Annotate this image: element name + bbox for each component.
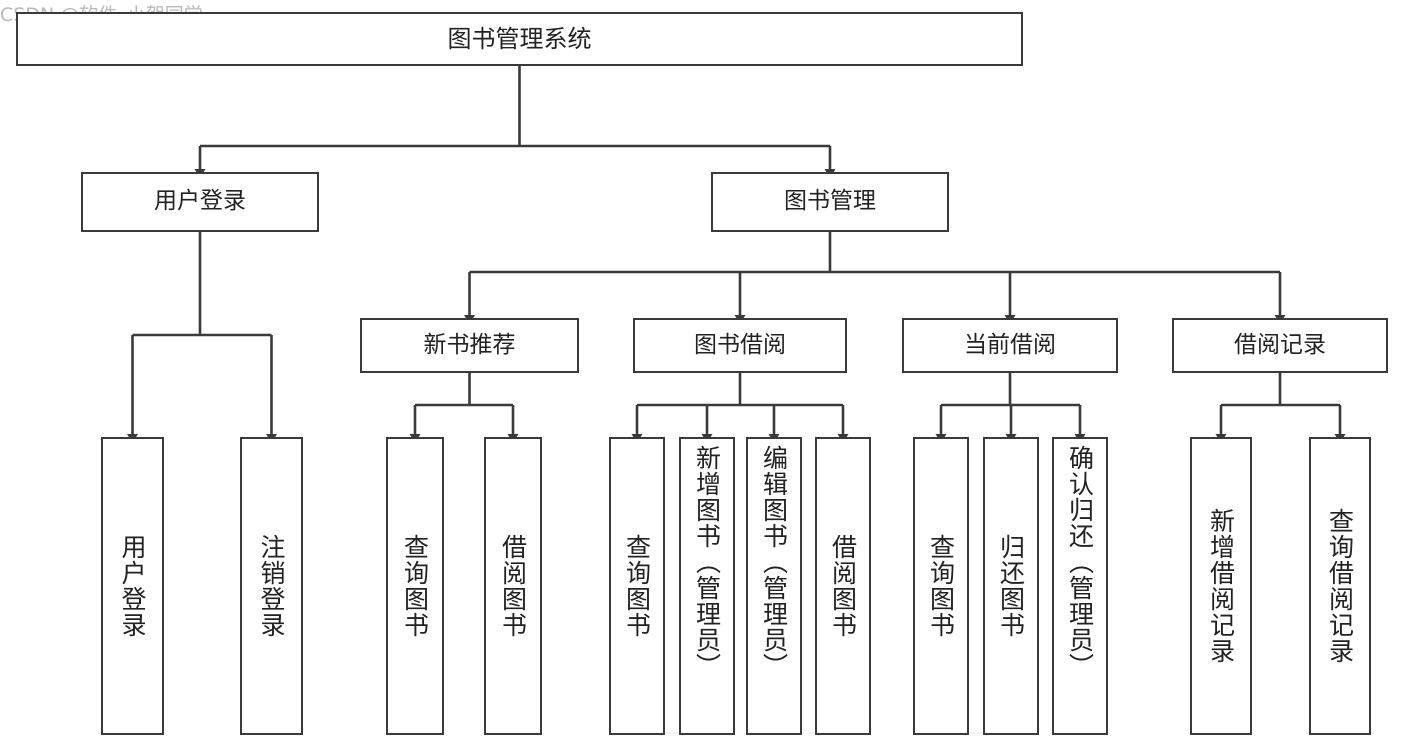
node-book-borrow: 图书借阅: [633, 318, 847, 373]
node-user-login: 用户登录: [81, 172, 319, 232]
node-label: 图书借阅: [694, 331, 786, 358]
node-label: 确认归还（管理员）: [1065, 445, 1095, 679]
node-leaf-rec-query: 查询图书: [386, 437, 444, 735]
node-label: 查询图书: [400, 534, 430, 638]
node-label: 借阅记录: [1234, 331, 1326, 358]
node-root: 图书管理系统: [16, 12, 1023, 66]
node-label: 借阅图书: [498, 534, 528, 638]
node-borrow-record: 借阅记录: [1172, 318, 1388, 373]
node-label: 图书管理系统: [447, 24, 592, 53]
node-label: 编辑图书（管理员）: [759, 445, 789, 679]
node-label: 新增图书（管理员）: [692, 445, 722, 679]
node-label: 当前借阅: [964, 331, 1056, 358]
node-leaf-user-login: 用户登录: [101, 437, 164, 735]
node-new-book-rec: 新书推荐: [360, 318, 579, 373]
node-leaf-br-query: 查询借阅记录: [1309, 437, 1371, 735]
node-leaf-rec-borrow: 借阅图书: [484, 437, 542, 735]
node-label: 查询借阅记录: [1325, 508, 1355, 664]
node-leaf-bb-borrow: 借阅图书: [815, 437, 871, 735]
node-label: 图书管理: [784, 188, 876, 215]
node-label: 用户登录: [118, 534, 147, 638]
node-label: 新书推荐: [423, 331, 516, 358]
node-book-manage: 图书管理: [711, 172, 949, 232]
node-leaf-cb-confirm: 确认归还（管理员）: [1052, 437, 1108, 735]
node-leaf-bb-edit: 编辑图书（管理员）: [746, 437, 802, 735]
node-leaf-bb-query: 查询图书: [609, 437, 665, 735]
node-label: 用户登录: [154, 188, 246, 215]
node-leaf-cb-return: 归还图书: [983, 437, 1039, 735]
node-label: 归还图书: [996, 534, 1026, 638]
node-label: 新增借阅记录: [1206, 508, 1236, 664]
node-label: 注销登录: [257, 534, 286, 638]
node-label: 查询图书: [622, 534, 652, 638]
node-label: 查询图书: [926, 534, 956, 638]
node-leaf-br-add: 新增借阅记录: [1190, 437, 1252, 735]
node-leaf-user-logout: 注销登录: [240, 437, 303, 735]
node-leaf-bb-add: 新增图书（管理员）: [679, 437, 735, 735]
node-leaf-cb-query: 查询图书: [913, 437, 969, 735]
node-current-borrow: 当前借阅: [902, 318, 1118, 373]
node-label: 借阅图书: [828, 534, 858, 638]
